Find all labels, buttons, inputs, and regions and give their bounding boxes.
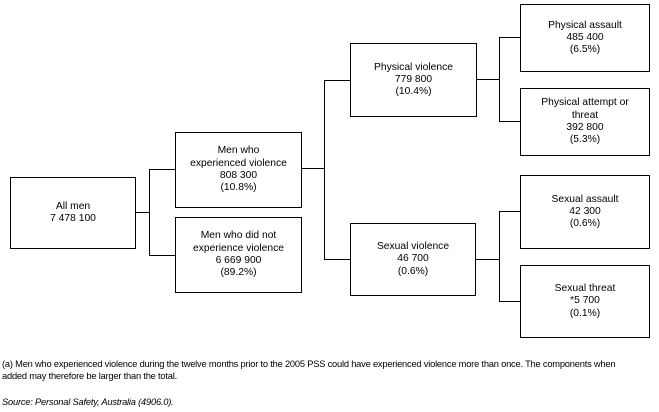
node-percent: (0.1%) [569, 307, 601, 319]
node-physical-attempt-or-threat: Physical attempt or threat 392 800 (5.3%… [520, 88, 650, 156]
node-value: 6 669 900 [215, 255, 262, 266]
connector-all-men-trunk [149, 169, 150, 256]
node-label: experience violence [192, 242, 284, 254]
node-physical-assault: Physical assault 485 400 (6.5%) [520, 4, 650, 72]
connector-to-physical-attempt [500, 121, 520, 122]
node-label: Sexual threat [554, 283, 616, 295]
node-percent: (5.3%) [569, 134, 601, 146]
node-all-men: All men 7 478 100 [10, 177, 136, 249]
connector-all-men-stub [136, 212, 150, 213]
node-label: experienced violence [190, 157, 287, 169]
footnote: (a) Men who experienced violence during … [2, 359, 616, 382]
connector-to-physical-assault [500, 37, 520, 38]
node-label: Sexual violence [376, 241, 450, 253]
connector-sexual-violence-trunk [499, 211, 500, 302]
footnote-line: (a) Men who experienced violence during … [2, 359, 616, 369]
source-note: Source: Personal Safety, Australia (4906… [2, 397, 174, 407]
node-label: Physical violence [374, 61, 453, 73]
node-percent: (89.2%) [220, 267, 257, 279]
node-label: Physical attempt or [541, 97, 629, 109]
connector-to-sexual-violence [325, 259, 350, 260]
node-physical-violence: Physical violence 779 800 (10.4%) [350, 43, 477, 117]
node-value: *5 700 [570, 295, 600, 307]
node-sexual-violence: Sexual violence 46 700 (0.6%) [350, 223, 476, 296]
node-percent: (10.4%) [395, 86, 432, 98]
footnote-line: added may therefore be larger than the t… [2, 370, 177, 381]
node-percent: (10.8%) [220, 182, 257, 194]
connector-to-not-experienced [150, 255, 175, 256]
connector-physical-violence-stub [477, 79, 500, 80]
node-men-experienced-violence: Men who experienced violence 808 300 (10… [175, 132, 302, 208]
node-value: 7 478 100 [50, 213, 96, 224]
node-label: Men who [217, 145, 260, 157]
node-label: threat [571, 109, 599, 121]
node-sexual-threat: Sexual threat *5 700 (0.1%) [520, 265, 650, 338]
node-label: Physical assault [548, 19, 622, 31]
node-percent: (0.6%) [397, 265, 429, 277]
connector-to-sexual-threat [500, 301, 520, 302]
connector-physical-violence-trunk [499, 37, 500, 122]
node-value: 485 400 [566, 31, 604, 43]
node-percent: (6.5%) [569, 44, 601, 56]
node-value: 779 800 [394, 73, 433, 85]
connector-experienced-trunk [324, 80, 325, 260]
node-label: Men who did not [200, 230, 277, 242]
node-value: 808 300 [219, 170, 258, 181]
connector-to-experienced [150, 169, 175, 170]
connector-experienced-stub [302, 168, 325, 169]
node-percent: (0.6%) [569, 218, 601, 230]
node-sexual-assault: Sexual assault 42 300 (0.6%) [520, 175, 650, 249]
connector-sexual-violence-stub [476, 259, 500, 260]
connector-to-physical-violence [325, 80, 350, 81]
node-value: 392 800 [566, 122, 604, 133]
node-men-did-not-experience-violence: Men who did not experience violence 6 66… [175, 217, 302, 293]
node-label: Sexual assault [551, 193, 619, 205]
node-label: All men [55, 200, 91, 212]
node-value: 46 700 [397, 253, 429, 265]
connector-to-sexual-assault [500, 211, 520, 212]
node-value: 42 300 [569, 205, 601, 217]
